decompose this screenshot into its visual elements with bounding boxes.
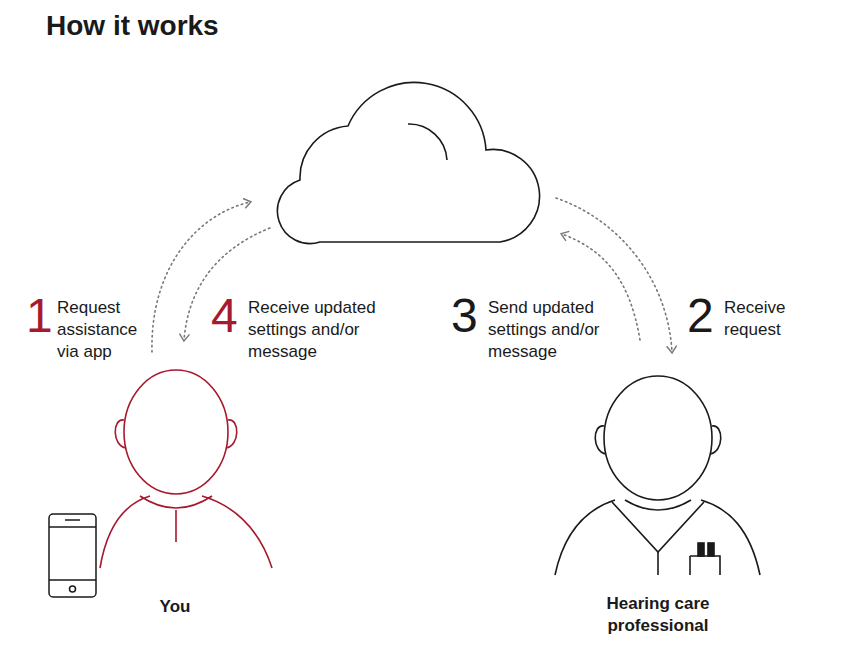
user-figure — [100, 370, 272, 568]
step-text: Receive request — [724, 297, 824, 341]
step-number: 2 — [687, 292, 714, 340]
step-text: Send updated settings and/or message — [488, 297, 638, 363]
step-text: Receive updated settings and/or message — [248, 297, 413, 363]
professional-figure — [555, 376, 760, 575]
diagram-title: How it works — [46, 10, 219, 42]
person-node: You — [90, 360, 260, 618]
person-label: You — [90, 596, 260, 618]
person-node: Hearing care professional — [583, 365, 733, 637]
step-number: 4 — [211, 292, 238, 340]
step-number: 1 — [26, 292, 53, 340]
step-number: 3 — [451, 292, 478, 340]
phone-icon — [49, 514, 96, 597]
step-text: Request assistance via app — [57, 297, 162, 363]
cloud — [277, 82, 539, 243]
person-label: Hearing care professional — [583, 593, 733, 637]
